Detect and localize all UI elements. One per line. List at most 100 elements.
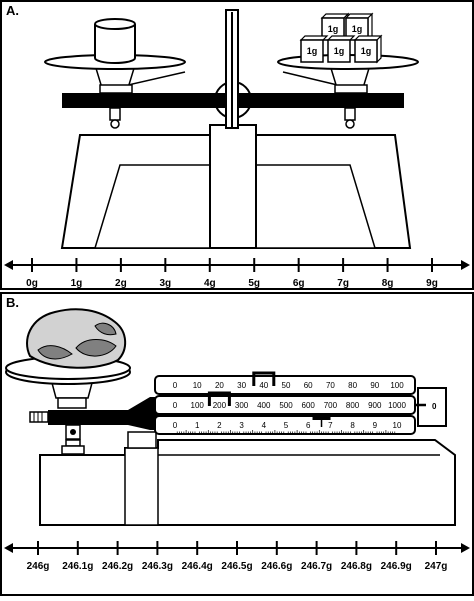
beam-rider[interactable] xyxy=(207,391,231,406)
beam-arm xyxy=(48,397,160,430)
number-line-a-tick-label: 4g xyxy=(204,278,216,289)
beam-scale-label: 800 xyxy=(346,401,360,410)
beam-scale-label: 90 xyxy=(370,381,379,390)
gram-weight-label: 1g xyxy=(334,46,345,56)
number-line-a-tick-label: 3g xyxy=(159,278,171,289)
beam-scale-label: 100 xyxy=(390,381,404,390)
number-line-a-tick-label: 9g xyxy=(426,278,438,289)
left-adjust-knob xyxy=(110,119,120,129)
beam-100g xyxy=(154,375,416,395)
number-line-b-tick-label: 246.9g xyxy=(381,561,412,572)
beam-scale-label: 900 xyxy=(368,401,382,410)
beam-scale-label: 3 xyxy=(239,421,244,430)
beam-scale-label: 0 xyxy=(173,421,178,430)
number-line-b-tick-label: 246.8g xyxy=(341,561,372,572)
beam-rider[interactable] xyxy=(312,416,331,420)
beam-1000g xyxy=(154,395,416,415)
number-line-b-right-arrow xyxy=(461,543,470,553)
number-line-a-tick-label: 1g xyxy=(71,278,83,289)
number-line-b-left-arrow xyxy=(4,543,13,553)
beam-scale-label: 300 xyxy=(235,401,249,410)
number-line-b-tick-label: 246.1g xyxy=(62,561,93,572)
panel-a: A. xyxy=(0,0,474,290)
beam-scale-label: 10 xyxy=(393,421,402,430)
left-pan-collar xyxy=(99,84,133,94)
zero-adjust-knob xyxy=(29,411,49,423)
number-line-a-tick-label: 2g xyxy=(115,278,127,289)
beam-scale-label: 6 xyxy=(306,421,311,430)
number-line-b-tick-label: 246.4g xyxy=(182,561,213,572)
number-line-a-right-arrow xyxy=(461,260,470,270)
beam-scale-label: 9 xyxy=(373,421,378,430)
gram-weight-label: 1g xyxy=(307,46,318,56)
left-adjust-screw xyxy=(109,107,121,121)
beam-scale-label: 50 xyxy=(282,381,291,390)
gram-weight-label: 1g xyxy=(361,46,372,56)
beam-scale-label: 200 xyxy=(213,401,227,410)
beam-scale-label: 30 xyxy=(237,381,246,390)
number-line-b-tick-label: 246.2g xyxy=(102,561,133,572)
pan-pedestal-collar xyxy=(57,397,87,409)
beam-scale-label: 400 xyxy=(257,401,271,410)
beam-scale-label: 700 xyxy=(324,401,338,410)
number-line-b-tick-label: 246.6g xyxy=(261,561,292,572)
pan-pedestal-foot xyxy=(61,445,85,455)
beam-scale-label: 40 xyxy=(259,381,268,390)
right-pan-collar xyxy=(334,84,368,94)
beam-scale-label: 1000 xyxy=(388,401,406,410)
right-adjust-knob xyxy=(345,119,355,129)
cylinder-top xyxy=(94,18,136,30)
rock-sample xyxy=(26,308,127,369)
pan-pedestal-stem xyxy=(65,439,81,447)
beam-scale-label: 7 xyxy=(328,421,333,430)
beam-scale-label: 5 xyxy=(284,421,289,430)
number-line-a-tick-label: 6g xyxy=(293,278,305,289)
beam-scale-label: 10 xyxy=(193,381,202,390)
panel-b: B. 0 xyxy=(0,292,474,596)
beam-scale-label: 600 xyxy=(302,401,316,410)
beam-scale-label: 70 xyxy=(326,381,335,390)
beam-scale-label: 2 xyxy=(217,421,222,430)
beam-scale-label: 500 xyxy=(279,401,293,410)
right-adjust-screw xyxy=(344,107,356,121)
cylinder-object xyxy=(94,24,136,64)
beam-scale-label: 1 xyxy=(195,421,200,430)
panel-a-label: A. xyxy=(6,3,19,18)
beam-scale-label: 4 xyxy=(262,421,267,430)
zero-mark-label: 0 xyxy=(432,402,437,411)
beam-scale-label: 100 xyxy=(191,401,205,410)
beam-rider[interactable] xyxy=(252,371,276,386)
panel-b-label: B. xyxy=(6,295,19,310)
number-line-b-tick-label: 246.5g xyxy=(221,561,252,572)
gram-weight: 1g xyxy=(299,35,329,63)
beam-scale-label: 60 xyxy=(304,381,313,390)
center-column xyxy=(209,124,257,249)
pan-pedestal xyxy=(51,382,93,399)
beam-scale-label: 80 xyxy=(348,381,357,390)
number-line-a-tick-label: 0g xyxy=(26,278,38,289)
number-line-b-tick-label: 246.7g xyxy=(301,561,332,572)
gram-weight-label: 1g xyxy=(328,24,339,34)
number-line-a-left-arrow xyxy=(4,260,13,270)
number-line-a-tick-label: 5g xyxy=(248,278,260,289)
gram-weight: 1g xyxy=(326,35,356,63)
number-line-a-tick-label: 7g xyxy=(337,278,349,289)
number-line-b-tick-label: 247g xyxy=(425,561,448,572)
beam-scale-label: 20 xyxy=(215,381,224,390)
gram-weight: 1g xyxy=(353,34,383,64)
gram-weights: 1g 1g 1g 1g 1g xyxy=(299,12,383,64)
fulcrum-block xyxy=(127,431,157,449)
number-line-b-tick-label: 246g xyxy=(27,561,50,572)
base-center-block xyxy=(124,447,159,526)
beam-scale-label: 0 xyxy=(173,381,178,390)
gram-weight: 1g xyxy=(320,12,350,42)
pointer-housing xyxy=(417,387,447,427)
beam-scale-label: 8 xyxy=(350,421,355,430)
beam-10g xyxy=(154,415,416,435)
